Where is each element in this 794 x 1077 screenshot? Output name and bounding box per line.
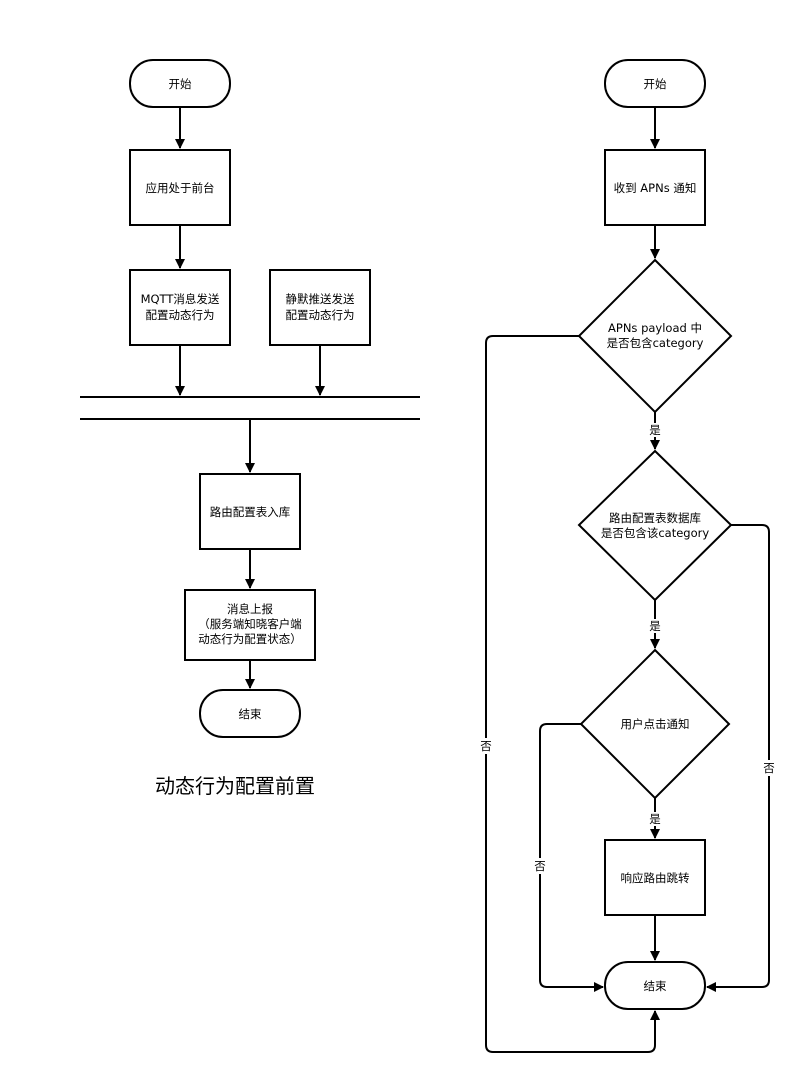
right-start-label: 开始 <box>644 77 667 91</box>
right-decision1-yes-label: 是 <box>649 423 661 437</box>
left-store-route-label: 路由配置表入库 <box>210 505 291 519</box>
left-report-label-line1: 消息上报 <box>227 602 273 616</box>
right-flow <box>485 59 770 1053</box>
right-decision3-no-label: 否 <box>534 859 546 873</box>
left-report-label-line3: 动态行为配置状态） <box>198 632 302 646</box>
right-decision2-label-line2: 是否包含该category <box>601 526 710 540</box>
left-silent-label-line1: 静默推送发送 <box>286 292 355 306</box>
left-mqtt-label-line1: MQTT消息发送 <box>141 292 220 306</box>
right-receive-node <box>604 149 706 226</box>
left-mqtt-node <box>129 269 231 346</box>
right-decision3-label: 用户点击通知 <box>621 717 690 731</box>
right-decision1-label-line2: 是否包含category <box>607 336 704 350</box>
left-flow-labels: 开始 应用处于前台 MQTT消息发送 配置动态行为 静默推送发送 配置动态行为 … <box>141 77 355 798</box>
right-edge-decision1-no <box>485 335 660 1053</box>
right-edge-decision2-no <box>706 524 770 992</box>
left-caption: 动态行为配置前置 <box>155 774 315 798</box>
right-end-node <box>604 961 706 1010</box>
left-end-label: 结束 <box>239 707 262 721</box>
left-app-foreground-node <box>129 149 231 226</box>
left-store-route-node <box>199 473 301 550</box>
right-decision2-yes-label: 是 <box>649 619 661 633</box>
right-decision1-no-label: 否 <box>480 739 492 753</box>
right-decision2-no-label-bg <box>761 760 777 776</box>
right-receive-label: 收到 APNs 通知 <box>614 181 697 195</box>
left-report-node <box>184 589 316 661</box>
left-app-foreground-label: 应用处于前台 <box>146 181 215 195</box>
left-report-label-line2: （服务端知晓客户端 <box>198 617 302 631</box>
right-respond-label: 响应路由跳转 <box>621 871 690 885</box>
right-decision3-no-label-bg <box>532 858 548 874</box>
right-end-label: 结束 <box>644 979 667 993</box>
right-edge-decision3-no <box>539 723 604 992</box>
right-decision1-label-line1: APNs payload 中 <box>608 321 702 335</box>
left-silent-push-node <box>269 269 371 346</box>
left-silent-label-line2: 配置动态行为 <box>286 308 355 322</box>
right-decision3-yes-label: 是 <box>649 812 661 826</box>
right-decision2-no-label: 否 <box>763 761 775 775</box>
left-mqtt-label-line2: 配置动态行为 <box>146 308 215 322</box>
right-decision2-label-line1: 路由配置表数据库 <box>609 511 701 525</box>
left-end-node <box>199 689 301 738</box>
right-decision1-no-label-bg <box>478 738 494 754</box>
left-start-label: 开始 <box>169 77 192 91</box>
right-flow-labels: 开始 收到 APNs 通知 APNs payload 中 是否包含categor… <box>478 77 777 993</box>
left-flow <box>80 59 420 738</box>
